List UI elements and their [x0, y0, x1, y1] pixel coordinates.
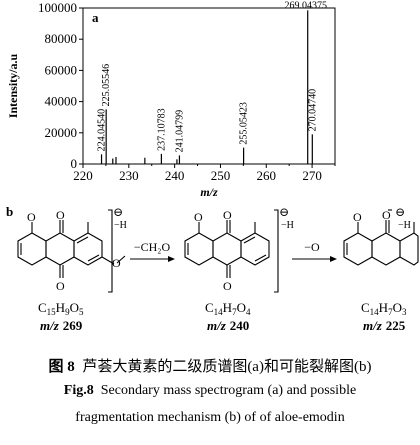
- y-tick-label: 60000: [45, 62, 78, 77]
- caption-en-line-2-text: fragmentation mechanism (b) of of aloe-e…: [75, 410, 345, 425]
- plot-frame: [82, 7, 336, 165]
- atom-o: O: [353, 210, 362, 224]
- mass-spectrum-plot: a 220 230 240 250 260 270 0 20000 40000 60000 800…: [6, 0, 336, 199]
- arrow-label-2: −O: [304, 240, 320, 254]
- caption-cn-text: 芦荟大黄素的二级质谱图(a)和可能裂解图(b): [82, 359, 372, 375]
- peak-label: 237.10783: [156, 108, 167, 151]
- caption-en-fig-number: Fig.8: [63, 383, 94, 398]
- peak-label: 270.04740: [307, 89, 318, 132]
- x-tick-label: 220: [73, 168, 93, 183]
- y-tick-label: 100000: [38, 0, 77, 15]
- atom-o: O: [194, 210, 203, 224]
- caption-english-line-1: Fig.8 Secondary mass spectrogram (a) and…: [0, 383, 420, 399]
- caption-cn-fig-number: 图 8: [48, 359, 75, 375]
- caption-en-line-1-text: Secondary mass spectrogram (a) and possi…: [100, 383, 357, 398]
- charge-symbol: ⊖: [113, 205, 123, 219]
- y-tick-label: 40000: [45, 94, 78, 109]
- formula-225: C14H7O3: [361, 300, 407, 317]
- x-tick-label: 260: [257, 168, 277, 183]
- atom-o: O: [27, 210, 36, 224]
- atom-o: O: [223, 279, 232, 293]
- y-tick-label: 80000: [45, 31, 78, 46]
- peak-label: 225.05546: [101, 64, 112, 107]
- atom-o: O: [56, 208, 65, 222]
- charge-symbol: ⊖: [279, 205, 289, 219]
- atom-o: O: [56, 279, 65, 293]
- formula-269: C15H9O5: [38, 300, 84, 317]
- peak-label: 255.05423: [239, 102, 250, 145]
- y-axis-title: Intensity/a.u: [6, 54, 20, 119]
- arrowhead-1: [168, 256, 175, 262]
- x-tick-label: 250: [211, 168, 231, 183]
- molecule-2-atoms: O O O ⊖ −H: [194, 205, 294, 293]
- y-tick-label: 0: [71, 156, 78, 171]
- y-axis: 0 20000 40000 60000 80000 100000: [38, 0, 83, 171]
- minus-h: −H: [114, 220, 127, 231]
- charge-symbol: ⊖: [395, 205, 405, 219]
- arrow-label-1: −CH₂O: [134, 240, 171, 254]
- x-axis: 220 230 240 250 260 270: [73, 164, 336, 183]
- caption-chinese: 图 8 芦荟大黄素的二级质谱图(a)和可能裂解图(b): [0, 355, 420, 376]
- minus-h: −H: [281, 220, 294, 231]
- fragmentation-scheme: b O O O O ⊖ −H −CH₂O: [6, 204, 419, 333]
- minus-h: −H: [398, 220, 411, 231]
- formula-240: C14H7O4: [205, 300, 251, 317]
- peaks: 224.04540 225.05546 237.10783 241.04799 255.…: [97, 0, 327, 164]
- panel-b-label: b: [6, 204, 13, 219]
- x-tick-label: 240: [165, 168, 185, 183]
- molecule-3-atoms: O O ⊖ −H: [353, 205, 411, 231]
- atom-o: O: [382, 208, 391, 222]
- peak-label: 224.04540: [97, 109, 108, 151]
- atom-o: O: [223, 208, 232, 222]
- molecule-fragment-240: [184, 209, 279, 293]
- panel-a-label: a: [92, 10, 99, 25]
- molecule-aloe-emodin: [17, 209, 126, 293]
- caption-english-line-2: fragmentation mechanism (b) of of aloe-e…: [0, 410, 420, 426]
- arrowhead-2: [330, 256, 337, 262]
- peak-label: 241.04799: [174, 110, 185, 153]
- x-axis-title: m/z: [200, 185, 218, 199]
- x-tick-label: 270: [302, 168, 322, 183]
- molecule-fragment-225: [343, 209, 419, 266]
- x-tick-label: 230: [119, 168, 139, 183]
- y-tick-label: 20000: [45, 125, 78, 140]
- peak-label: 269.04375: [284, 0, 327, 11]
- molecule-1-atoms: O O O O ⊖ −H: [27, 205, 127, 293]
- atom-o: O: [112, 256, 121, 270]
